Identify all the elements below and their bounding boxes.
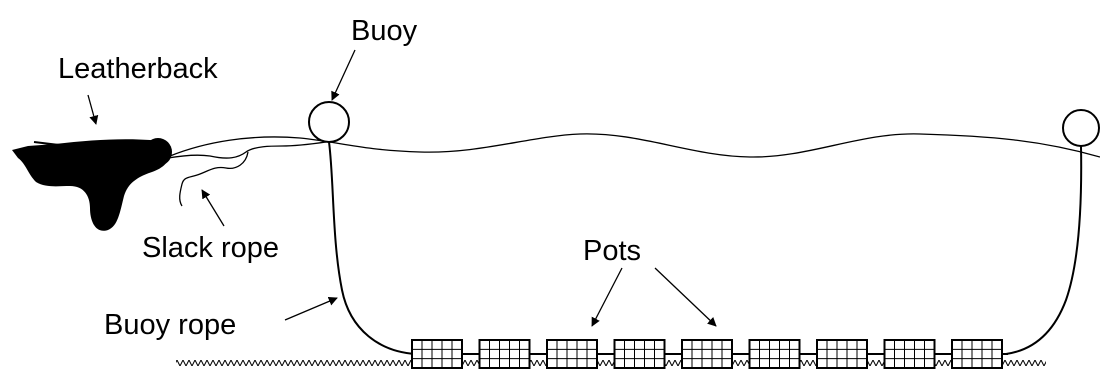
pot bbox=[411, 339, 463, 369]
slack-rope-label: Slack rope bbox=[142, 232, 279, 264]
left-buoy-rope bbox=[328, 141, 417, 355]
buoy-rope-label: Buoy rope bbox=[104, 309, 236, 341]
pot bbox=[478, 339, 531, 369]
pots-group bbox=[411, 339, 1003, 369]
pot bbox=[613, 339, 666, 369]
buoy-label: Buoy bbox=[351, 15, 418, 47]
turtle-flipper-line bbox=[33, 141, 119, 153]
right-buoy-rope bbox=[1005, 145, 1083, 355]
pot bbox=[681, 339, 733, 369]
leatherback-turtle bbox=[12, 138, 172, 231]
seabed bbox=[176, 360, 1046, 366]
buoy-rope-arrow bbox=[284, 297, 338, 321]
pot bbox=[546, 339, 598, 369]
slack-rope-arrow bbox=[201, 189, 225, 227]
pots-arrow-left bbox=[591, 267, 623, 327]
pots-label: Pots bbox=[583, 235, 641, 267]
pot bbox=[883, 339, 936, 369]
left-buoy bbox=[308, 101, 350, 143]
pot bbox=[748, 339, 801, 369]
slack-rope-tail bbox=[179, 151, 249, 207]
slack-rope bbox=[167, 141, 327, 159]
water-surface bbox=[169, 133, 1100, 158]
pots-arrow-right bbox=[654, 267, 717, 327]
leatherback-arrow bbox=[87, 94, 99, 125]
pot bbox=[951, 339, 1003, 369]
pot bbox=[816, 339, 868, 369]
buoy-arrow bbox=[331, 49, 356, 101]
leatherback-label: Leatherback bbox=[58, 53, 218, 85]
right-buoy bbox=[1062, 109, 1100, 147]
